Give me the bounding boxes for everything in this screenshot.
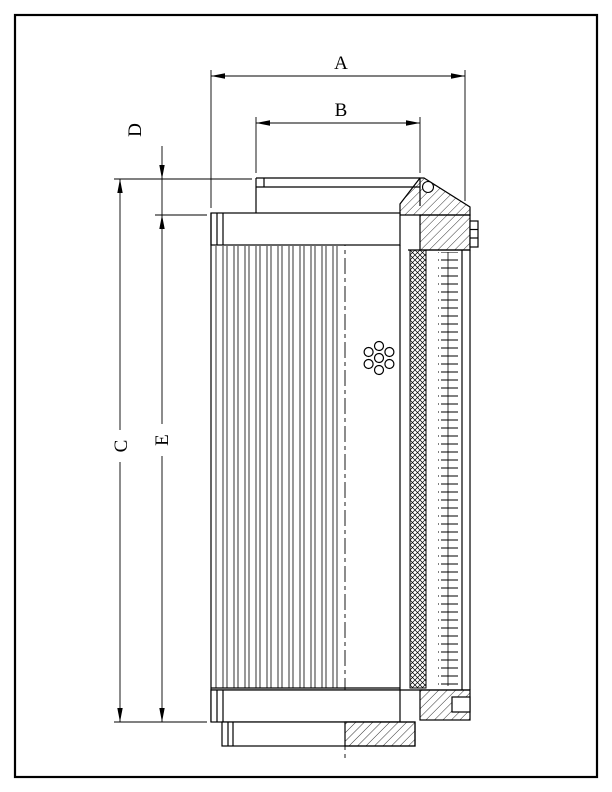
bottom-seal-section (344, 721, 416, 747)
perforation-hole (363, 346, 374, 358)
collar-step-body (469, 220, 479, 248)
media-section-ticks (438, 252, 458, 686)
top-port (255, 177, 421, 215)
perforation-hole (373, 364, 385, 376)
filter-element-view (210, 177, 479, 762)
perforation-hole (363, 358, 374, 370)
top-collar-section (419, 214, 471, 251)
dimension-label-a: A (334, 53, 348, 74)
dim-c-arrow-bottom (117, 708, 123, 722)
dimension-d: D (125, 123, 165, 215)
dim-b-arrow-left (256, 120, 270, 126)
perforation-holes (363, 340, 395, 376)
dim-e-arrow-bottom (159, 708, 165, 722)
o-ring-seal (421, 180, 435, 194)
pleated-media-lines (215, 246, 338, 688)
dim-d-arrow-top (159, 165, 165, 179)
top-end-cap (210, 212, 401, 246)
perforated-core-tube (409, 249, 427, 689)
dimension-label-e: E (152, 434, 173, 446)
perforation-hole (373, 352, 385, 364)
bottom-seal-end (221, 721, 416, 747)
drawing-border-frame (13, 13, 599, 779)
dim-c-arrow-top (117, 179, 123, 193)
perforation-hole (384, 358, 395, 370)
dimension-label-c: C (111, 440, 132, 453)
dim-a-arrow-right (451, 73, 465, 79)
dimension-a: A (210, 53, 466, 208)
perforation-hole (384, 346, 395, 358)
dimension-label-d: D (125, 123, 146, 137)
top-end-cap-band (210, 212, 401, 246)
bottom-end-cap (210, 689, 471, 723)
dim-b-arrow-right (406, 120, 420, 126)
dimension-e: E (152, 215, 173, 722)
dimension-label-b: B (335, 100, 348, 121)
head-ring-section (399, 177, 471, 216)
perforation-hole (373, 340, 385, 352)
bottom-collar-notch (451, 696, 471, 713)
top-collar-step (469, 220, 479, 248)
dim-e-arrow-top (159, 215, 165, 229)
dim-a-arrow-left (211, 73, 225, 79)
dimension-c: C (111, 179, 132, 722)
bottom-end-cap-band (210, 689, 401, 723)
dimension-b: B (255, 100, 421, 173)
